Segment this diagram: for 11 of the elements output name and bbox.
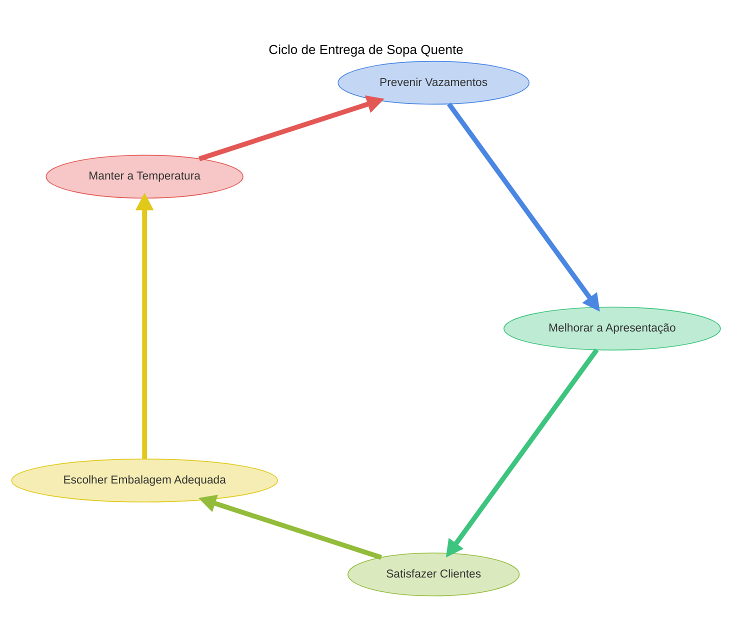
node-ellipse: Melhorar a Apresentação [504, 306, 721, 350]
node-ellipse: Manter a Temperatura [46, 154, 244, 199]
arrow [135, 192, 154, 460]
arrow [198, 494, 382, 560]
node-ellipse: Satisfazer Clientes [347, 552, 520, 596]
node-ellipse: Escolher Embalagem Adequada [11, 458, 278, 502]
arrow [446, 102, 600, 312]
diagram-title: Ciclo de Entrega de Sopa Quente [268, 42, 464, 57]
node-ellipse: Prevenir Vazamentos [338, 60, 530, 105]
arrow [198, 95, 384, 162]
arrow [446, 348, 599, 558]
